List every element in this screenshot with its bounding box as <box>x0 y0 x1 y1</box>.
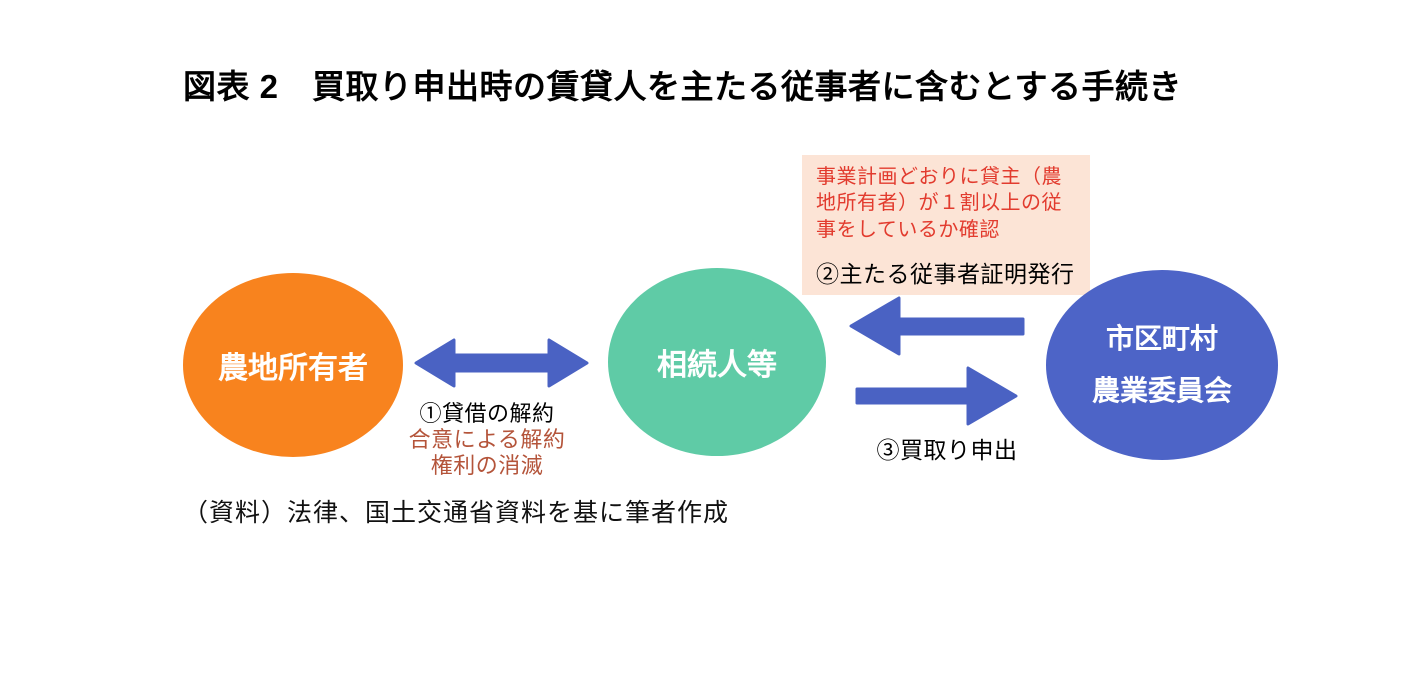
step1-lease-cancel-label: ①貸借の解約 <box>419 401 555 426</box>
heirs-node: 相続人等 <box>608 268 826 456</box>
page-title: 図表 2 買取り申出時の賃貸人を主たる従事者に含むとする手続き <box>183 68 1183 105</box>
certificate-issue-arrow <box>849 296 1025 356</box>
step2-certificate-label: ②主たる従事者証明発行 <box>816 261 1075 288</box>
agreement-cancel-note: 合意による解約 <box>408 427 566 452</box>
agricultural-committee-node: 市区町村 農業委員会 <box>1046 270 1278 460</box>
step3-buyout-offer-label: ③買取り申出 <box>876 437 1018 463</box>
farmland-owner-node: 農地所有者 <box>183 273 403 457</box>
committee-label-line1: 市区町村 <box>1105 323 1218 354</box>
business-plan-check-text: 事業計画どおりに貸主（農地所有者）が１割以上の従事をしているか確認 <box>816 166 1062 241</box>
committee-label-line2: 農業委員会 <box>1091 375 1232 406</box>
lease-cancel-double-arrow <box>414 338 589 388</box>
lease-cancellation-label-block: ①貸借の解約 合意による解約 権利の消滅 <box>392 401 582 479</box>
buyout-offer-arrow <box>855 366 1018 426</box>
farmland-owner-label: 農地所有者 <box>218 352 368 385</box>
heirs-label: 相続人等 <box>657 349 777 382</box>
source-caption: （資料）法律、国土交通省資料を基に筆者作成 <box>183 500 730 527</box>
certification-note-box: 事業計画どおりに貸主（農地所有者）が１割以上の従事をしているか確認 ②主たる従事… <box>802 155 1090 295</box>
right-extinction-note: 権利の消滅 <box>430 453 544 478</box>
